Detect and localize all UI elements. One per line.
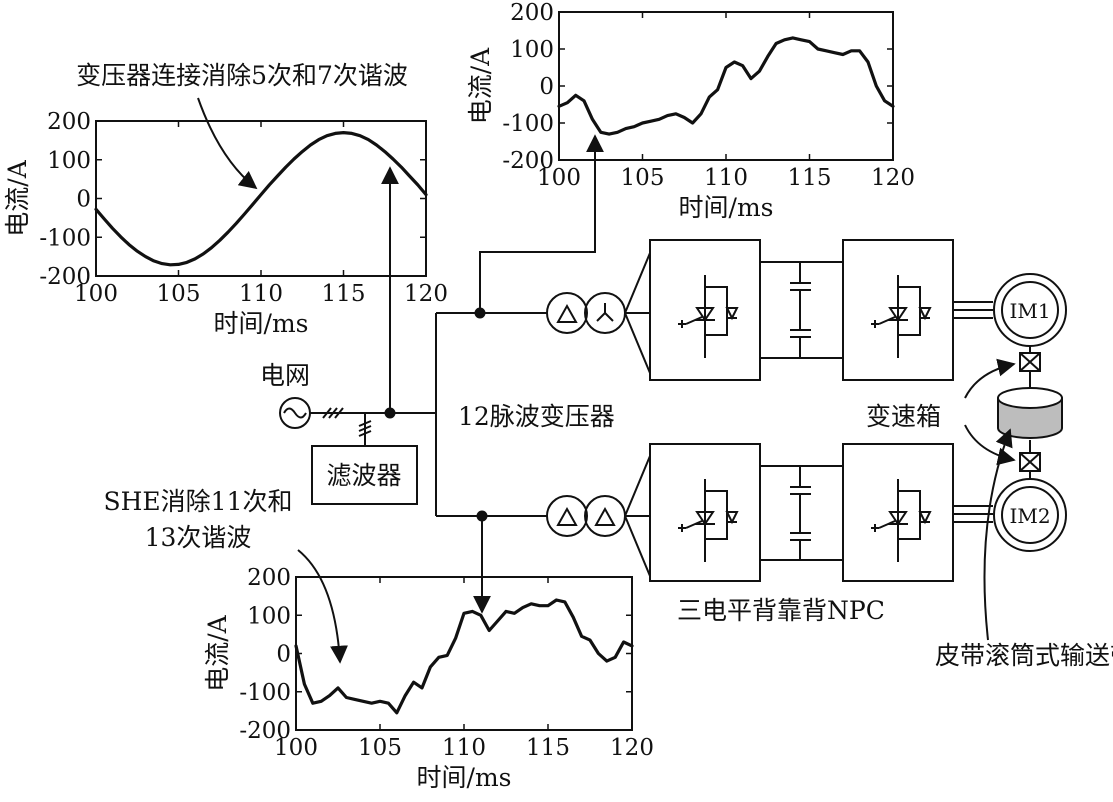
rectifier-lower: [649, 443, 761, 582]
x-tick-label: 105: [358, 735, 402, 761]
filter-label: 滤波器: [326, 461, 401, 490]
conveyor-label: 皮带滚筒式输送带: [935, 641, 1113, 670]
annotation-arrow-top: [197, 97, 258, 190]
gearbox-arrow-lower: [964, 424, 1016, 466]
conveyor-drum-icon: [997, 387, 1063, 439]
y-tick-label: 0: [76, 187, 91, 213]
y-tick-label: 100: [47, 148, 91, 174]
y-tick-label: -200: [239, 718, 291, 744]
dc-link-upper: [760, 261, 843, 359]
chart-lower: 100 105 110 115 120 200 100 0 -100 -200 时间/ms 电流/A: [203, 565, 654, 792]
x-tick-label: 105: [157, 281, 201, 307]
y-tick-label: 0: [539, 74, 554, 100]
x-tick-label: 110: [239, 281, 283, 307]
y-axis-label: 电流/A: [3, 159, 32, 236]
gearbox-arrow-upper: [964, 358, 1016, 399]
x-tick-label: 115: [788, 165, 832, 191]
y-tick-label: 200: [510, 0, 554, 26]
motor1-feed-lines: [953, 301, 993, 319]
x-tick-label: 100: [274, 735, 318, 761]
y-tick-label: -100: [502, 111, 554, 137]
chart-grid: 100 105 110 115 120 200 100 0 -100 -200 时间/ms 电流/A: [3, 109, 448, 338]
y-tick-label: 100: [247, 603, 291, 629]
filter-three-phase-mark-icon: [358, 420, 372, 437]
delta-icon: [594, 506, 616, 526]
annotation-arrows: [197, 97, 1016, 664]
inverter-lower: [842, 443, 954, 582]
igbt-icon: [678, 479, 739, 562]
igbt-icon: [678, 275, 739, 358]
dc-link-lower: [760, 465, 843, 561]
power-wiring: [279, 239, 1067, 582]
igbt-icon: [871, 479, 932, 562]
x-tick-label: 105: [621, 165, 665, 191]
npc-label: 三电平背靠背NPC: [677, 596, 885, 625]
grid-label: 电网: [260, 361, 310, 390]
gearbox-label: 变速箱: [866, 402, 941, 431]
x-axis-label: 时间/ms: [417, 763, 512, 792]
transformer-label: 12脉波变压器: [458, 402, 615, 431]
y-axis-label: 电流/A: [203, 614, 232, 691]
igbt-icon: [871, 275, 932, 358]
annotation-arrow-bottom: [297, 549, 348, 664]
y-axis-label: 电流/A: [466, 47, 495, 124]
x-tick-label: 120: [871, 165, 915, 191]
plot-frame: [558, 11, 894, 161]
lower-fan-lines: [624, 455, 651, 577]
current-waveform-line: [557, 36, 895, 136]
conveyor-arrow: [983, 428, 1013, 641]
chart-upper: 100 105 110 115 120 200 100 0 -100 -200 时间/ms 电流/A: [466, 0, 915, 222]
annotation-bottom-line1: SHE消除11次和: [104, 487, 293, 516]
x-tick-label: 120: [610, 735, 654, 761]
y-tick-label: 200: [47, 109, 91, 135]
transformer-lower: [546, 495, 626, 537]
y-tick-label: 100: [510, 37, 554, 63]
motor-im2-label: IM2: [1009, 504, 1050, 528]
delta-icon: [556, 506, 578, 526]
y-tick-label: 200: [247, 565, 291, 591]
motor-im1-label: IM1: [1009, 299, 1050, 323]
x-tick-label: 110: [442, 735, 486, 761]
annotation-top-left: 变压器连接消除5次和7次谐波: [76, 61, 408, 90]
delta-icon: [556, 303, 578, 323]
x-tick-label: 115: [322, 281, 366, 307]
x-axis-label: 时间/ms: [214, 309, 309, 338]
y-tick-label: -200: [39, 264, 91, 290]
x-tick-label: 100: [74, 281, 118, 307]
annotation-bottom-line2: 13次谐波: [145, 523, 252, 552]
current-waveform-line: [94, 131, 428, 267]
three-phase-mark-icon: [322, 407, 344, 419]
y-tick-label: -100: [39, 225, 91, 251]
upper-fan-lines: [624, 252, 651, 374]
x-tick-label: 100: [537, 165, 581, 191]
y-tick-label: 0: [276, 642, 291, 668]
current-waveform-line: [294, 598, 634, 715]
sine-symbol-icon: [283, 407, 307, 419]
measure-arrow-upper: [479, 134, 604, 313]
y-tick-label: -200: [502, 148, 554, 174]
x-tick-label: 110: [704, 165, 748, 191]
x-tick-label: 115: [526, 735, 570, 761]
x-tick-label: 120: [404, 281, 448, 307]
motor2-feed-lines: [953, 505, 993, 523]
wye-icon: [596, 303, 614, 322]
transformer-upper: [546, 292, 626, 334]
y-tick-label: -100: [239, 680, 291, 706]
x-axis-label: 时间/ms: [679, 193, 774, 222]
filter-box: [311, 445, 418, 505]
rectifier-upper: [649, 239, 761, 381]
plot-frame: [295, 576, 633, 731]
